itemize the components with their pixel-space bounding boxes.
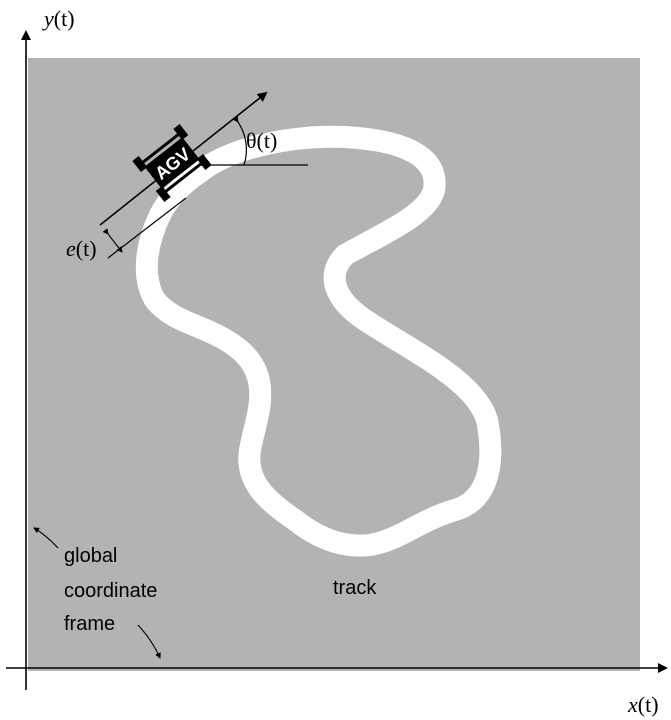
agv-vehicle: AGV [132, 124, 212, 202]
agv-axle [160, 159, 207, 196]
lateral-error-label: e(t) [66, 236, 97, 261]
frame-label-line-1: global [64, 545, 117, 567]
heading-angle-arc [232, 116, 247, 166]
work-area [28, 58, 640, 671]
y-axis-label: y(t) [42, 6, 75, 31]
error-dimension-arrow [102, 228, 123, 253]
track-path [135, 125, 502, 557]
agv-body [144, 137, 200, 189]
track-label: track [333, 577, 377, 599]
frame-pointer-arrow-upper [33, 527, 59, 549]
heading-angle-label: θ(t) [246, 128, 277, 153]
frame-label-line-2: coordinate [64, 580, 157, 602]
frame-label-line-3: frame [64, 613, 115, 635]
frame-pointer-arrow-lower [137, 624, 161, 659]
agv-axle [137, 130, 184, 167]
x-axis-label: x(t) [627, 692, 659, 717]
